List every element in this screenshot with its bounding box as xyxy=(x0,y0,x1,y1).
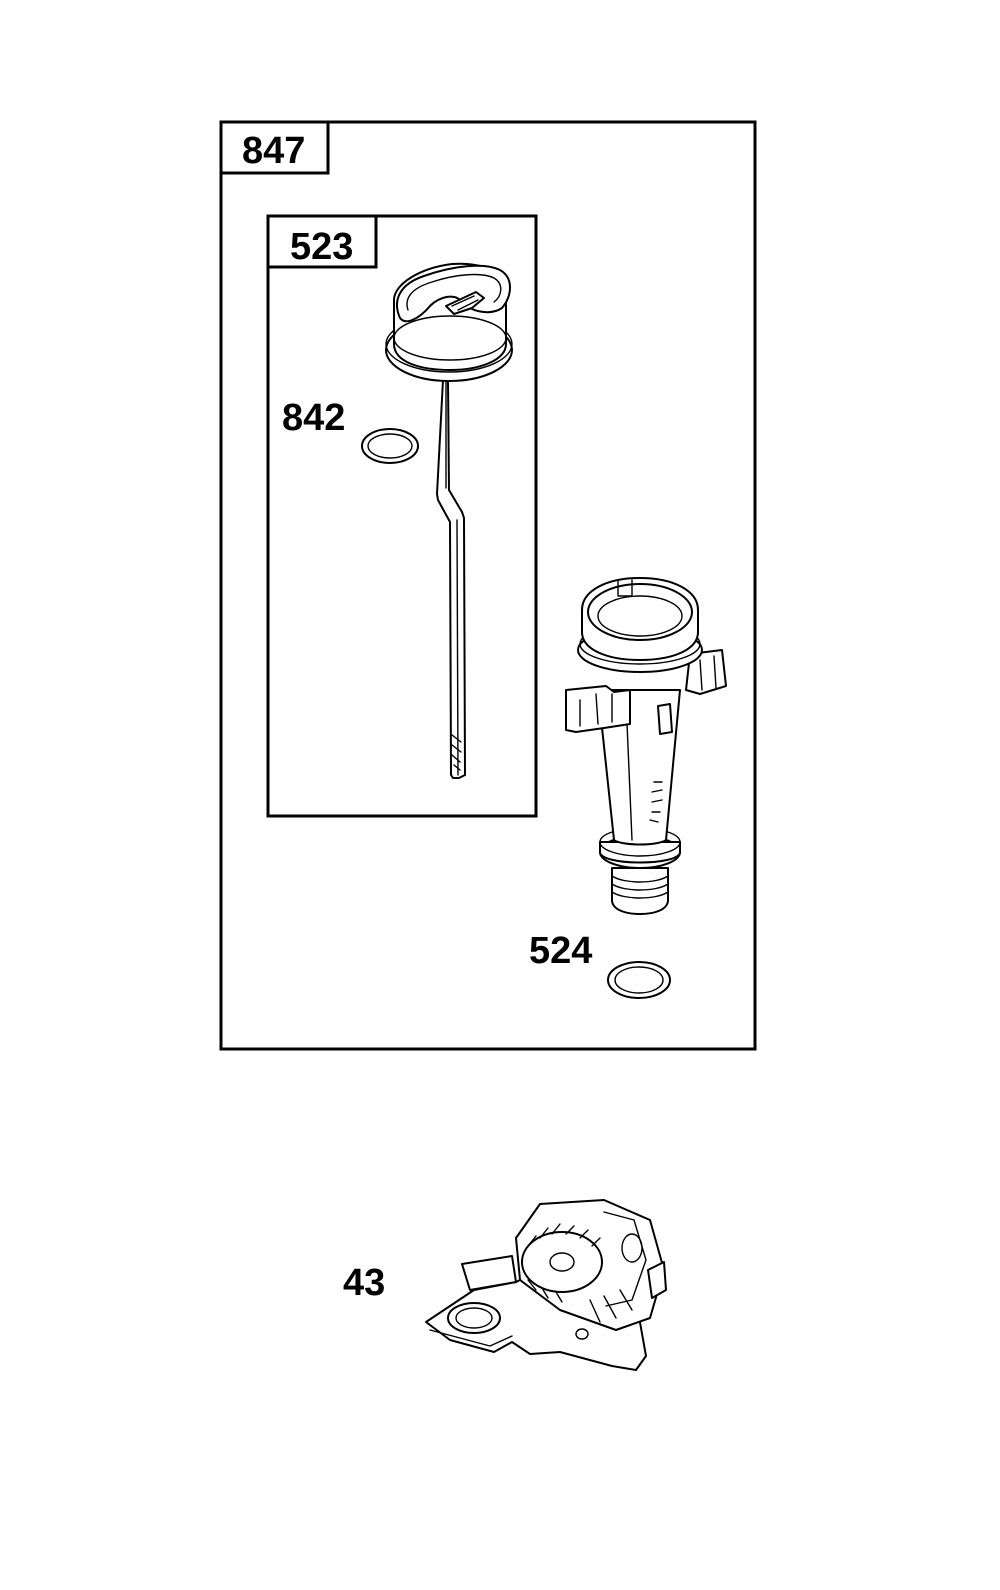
dipstick-blade xyxy=(436,379,466,779)
o-ring-842[interactable] xyxy=(361,428,419,464)
callout-847[interactable]: 847 xyxy=(242,130,305,172)
o-ring-524[interactable] xyxy=(607,961,671,999)
kit-847-group: 847 xyxy=(219,120,757,1051)
dipstick-tube-drawing[interactable] xyxy=(565,577,727,915)
dipstick-523-group: 523 842 xyxy=(266,214,538,818)
dipstick-523-tab xyxy=(266,214,378,269)
kit-847-frame xyxy=(219,120,757,1051)
kit-847-tab xyxy=(219,120,330,175)
part-43-drawing[interactable] xyxy=(425,1199,667,1371)
callout-43[interactable]: 43 xyxy=(343,1262,385,1304)
dipstick-523-frame xyxy=(266,214,538,818)
callout-523[interactable]: 523 xyxy=(290,226,353,268)
callout-524[interactable]: 524 xyxy=(529,930,592,972)
dipstick-drawing[interactable] xyxy=(385,262,513,779)
callout-842[interactable]: 842 xyxy=(282,397,345,439)
